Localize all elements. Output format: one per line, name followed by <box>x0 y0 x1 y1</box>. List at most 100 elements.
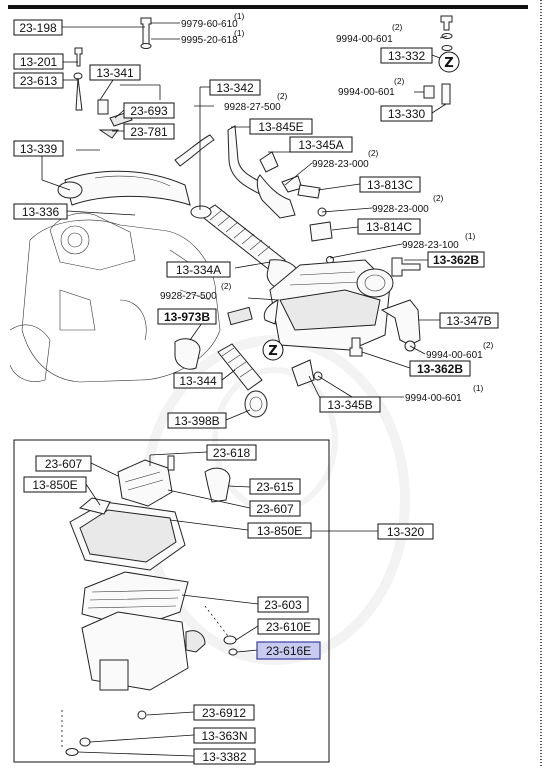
svg-text:13-344: 13-344 <box>179 374 217 388</box>
svg-text:(1): (1) <box>473 383 484 393</box>
top-right-parts <box>423 15 453 105</box>
svg-text:(1): (1) <box>234 11 245 21</box>
callout-23-603[interactable]: 23-603 <box>257 596 309 613</box>
svg-text:Z: Z <box>268 344 277 359</box>
top-bolts <box>73 17 152 111</box>
leader-lines-bottom <box>61 451 378 757</box>
callout-13-3382[interactable]: 13-3382 <box>193 748 256 765</box>
z-marker-mid: Z <box>262 339 284 361</box>
svg-text:13-813C: 13-813C <box>367 178 413 192</box>
callout-13-334a[interactable]: 13-334A <box>166 261 231 278</box>
svg-text:(2): (2) <box>433 193 444 203</box>
air-cleaner-assembly-top <box>227 259 394 351</box>
callout-13-973b[interactable]: 13-973B <box>157 308 217 325</box>
svg-text:13-332: 13-332 <box>388 49 426 63</box>
svg-text:23-618: 23-618 <box>213 446 251 460</box>
small-bracket <box>291 359 323 387</box>
svg-text:13-814C: 13-814C <box>366 220 412 234</box>
svg-text:Z: Z <box>444 56 453 71</box>
svg-text:(2): (2) <box>368 148 379 158</box>
callout-13-813c[interactable]: 13-813C <box>359 176 421 193</box>
callout-23-607-a[interactable]: 23-607 <box>35 455 92 472</box>
engine-block <box>9 212 221 383</box>
svg-text:9928-27-500: 9928-27-500 <box>160 291 217 302</box>
bolt-upper <box>391 257 421 277</box>
svg-text:23-613: 23-613 <box>20 74 58 88</box>
svg-text:13-336: 13-336 <box>22 205 60 219</box>
callout-13-850e-a[interactable]: 13-850E <box>23 476 87 493</box>
callout-13-201[interactable]: 13-201 <box>13 53 64 70</box>
callout-23-781[interactable]: 23-781 <box>123 123 175 140</box>
svg-text:9928-23-100: 9928-23-100 <box>402 240 459 251</box>
callout-13-345b[interactable]: 13-345B <box>319 396 381 413</box>
svg-text:13-345A: 13-345A <box>298 138 343 152</box>
hardware-labels: 9979-60-610 (1) 9995-20-618 (1) 9994-00-… <box>160 11 494 404</box>
callout-23-618[interactable]: 23-618 <box>206 444 257 461</box>
callout-13-347b[interactable]: 13-347B <box>439 312 499 329</box>
svg-text:13-845E: 13-845E <box>258 120 303 134</box>
bracket <box>380 299 421 352</box>
callout-13-341[interactable]: 13-341 <box>89 64 141 81</box>
svg-text:9979-60-610: 9979-60-610 <box>181 19 238 30</box>
callout-23-610e[interactable]: 23-610E <box>257 618 320 635</box>
svg-text:23-603: 23-603 <box>264 598 302 612</box>
svg-text:(2): (2) <box>392 22 403 32</box>
svg-text:23-607: 23-607 <box>45 457 83 471</box>
svg-text:13-362B: 13-362B <box>417 362 463 376</box>
intake-tubes <box>174 338 268 418</box>
svg-text:9994-00-601: 9994-00-601 <box>426 350 483 361</box>
svg-text:9928-23-000: 9928-23-000 <box>312 159 369 170</box>
svg-text:9928-27-500: 9928-27-500 <box>224 102 281 113</box>
callout-13-362b-mid[interactable]: 13-362B <box>409 360 471 377</box>
svg-text:13-362B: 13-362B <box>433 253 479 267</box>
callout-13-330[interactable]: 13-330 <box>380 105 433 122</box>
callout-13-814c[interactable]: 13-814C <box>357 218 421 235</box>
callout-13-345a[interactable]: 13-345A <box>289 136 353 153</box>
svg-text:9994-00-601: 9994-00-601 <box>336 34 393 45</box>
svg-text:13-334A: 13-334A <box>176 263 221 277</box>
callout-23-198[interactable]: 23-198 <box>13 19 63 36</box>
leader-lines-top <box>41 22 448 421</box>
svg-text:(2): (2) <box>277 91 288 101</box>
svg-text:23-616E: 23-616E <box>266 644 311 658</box>
svg-text:23-607: 23-607 <box>256 502 294 516</box>
callout-13-332[interactable]: 13-332 <box>380 47 433 64</box>
svg-text:(1): (1) <box>465 231 476 241</box>
callout-13-344[interactable]: 13-344 <box>173 372 223 389</box>
callout-23-615[interactable]: 23-615 <box>249 478 301 495</box>
bolt-lower <box>349 337 363 357</box>
svg-text:13-345B: 13-345B <box>327 398 372 412</box>
callout-23-693[interactable]: 23-693 <box>123 102 175 119</box>
svg-text:13-363N: 13-363N <box>201 729 247 743</box>
svg-text:13-342: 13-342 <box>216 81 254 95</box>
svg-text:(2): (2) <box>394 76 405 86</box>
breather-hose <box>174 134 215 167</box>
air-cleaner-exploded <box>65 455 238 756</box>
callout-13-336[interactable]: 13-336 <box>13 203 68 220</box>
svg-text:13-341: 13-341 <box>96 66 134 80</box>
callout-23-607-b[interactable]: 23-607 <box>249 500 301 517</box>
callout-23-616e-highlighted[interactable]: 23-616E <box>256 641 321 660</box>
callout-13-850e-b[interactable]: 13-850E <box>247 522 312 539</box>
callout-23-613[interactable]: 23-613 <box>13 72 64 89</box>
resonator-hoses <box>227 125 303 219</box>
svg-text:13-347B: 13-347B <box>446 314 491 328</box>
callout-13-362b-top[interactable]: 13-362B <box>427 251 485 268</box>
callout-23-6912[interactable]: 23-6912 <box>193 704 255 721</box>
callout-13-320[interactable]: 13-320 <box>377 523 434 540</box>
svg-text:9994-00-601: 9994-00-601 <box>338 87 395 98</box>
svg-text:23-693: 23-693 <box>130 104 168 118</box>
callout-13-342[interactable]: 13-342 <box>209 79 261 96</box>
svg-text:13-330: 13-330 <box>388 107 426 121</box>
callout-13-845e[interactable]: 13-845E <box>249 118 313 135</box>
exploded-view-frame <box>13 439 330 763</box>
callout-13-339[interactable]: 13-339 <box>13 140 64 157</box>
svg-text:13-339: 13-339 <box>20 142 58 156</box>
svg-text:13-3382: 13-3382 <box>202 750 246 764</box>
callout-13-363n[interactable]: 13-363N <box>193 727 256 744</box>
svg-text:(2): (2) <box>483 340 494 350</box>
svg-text:13-850E: 13-850E <box>257 524 302 538</box>
callout-13-398b[interactable]: 13-398B <box>167 412 227 429</box>
svg-text:23-198: 23-198 <box>19 21 57 35</box>
